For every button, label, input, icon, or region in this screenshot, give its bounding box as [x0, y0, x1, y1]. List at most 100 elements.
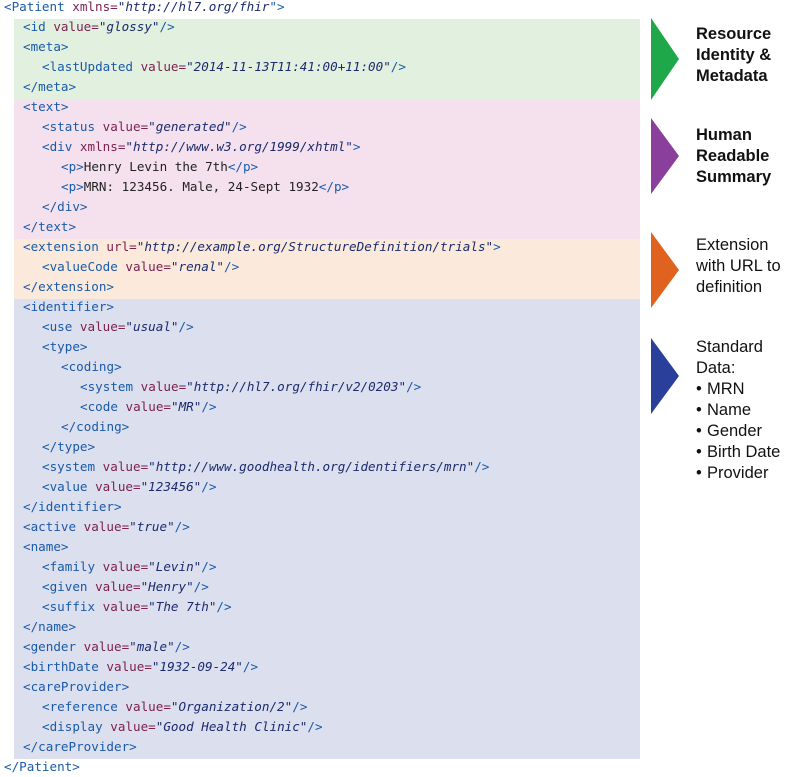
code-line: </Patient>	[4, 757, 80, 777]
code-line: <gender value="male"/>	[23, 637, 190, 657]
extension-arrow-icon	[651, 232, 679, 308]
code-line: <system value="http://hl7.org/fhir/v2/02…	[80, 377, 421, 397]
code-token: </meta>	[23, 79, 77, 94]
code-token: value=	[110, 719, 156, 734]
code-token: "http://www.w3.org/1999/xhtml"	[125, 139, 353, 154]
label-line: Human	[696, 126, 752, 144]
code-token: />	[231, 119, 247, 134]
code-token: "http://hl7.org/fhir/v2/0203"	[186, 379, 407, 394]
code-token: value=	[53, 19, 99, 34]
code-line: <family value="Levin"/>	[42, 557, 216, 577]
code-token: xmlns=	[79, 139, 126, 154]
metadata-arrow-icon	[651, 18, 679, 100]
code-token: </extension>	[23, 279, 114, 294]
list-item: Provider	[696, 463, 780, 484]
metadata-label: Resource Identity & Metadata	[696, 24, 771, 87]
list-item: Gender	[696, 421, 780, 442]
code-token: "Levin"	[148, 559, 202, 574]
code-line: <lastUpdated value="2014-11-13T11:41:00+…	[42, 57, 406, 77]
code-token: value=	[102, 459, 149, 474]
code-token: />	[201, 399, 217, 414]
code-token: <gender	[23, 639, 84, 654]
code-line: <extension url="http://example.org/Struc…	[23, 237, 501, 257]
code-token: />	[223, 259, 240, 274]
code-line: </div>	[42, 197, 88, 217]
label-line: definition	[696, 278, 763, 296]
code-token: value=	[125, 399, 172, 414]
code-line: <code value="MR"/>	[80, 397, 217, 417]
code-token: <Patient	[4, 0, 73, 14]
standard-data-arrow-icon	[651, 338, 679, 414]
code-line: </extension>	[23, 277, 114, 297]
code-token: "The 7th"	[148, 599, 217, 614]
code-token: />	[178, 319, 194, 334]
code-token: </p>	[318, 179, 350, 194]
code-line: <p>Henry Levin the 7th</p>	[61, 157, 258, 177]
code-line: <valueCode value="renal"/>	[42, 257, 239, 277]
code-token: "http://hl7.org/fhir	[117, 0, 270, 14]
code-line: <given value="Henry"/>	[42, 577, 209, 597]
code-token: "glossy"	[98, 19, 160, 34]
code-token: <display	[42, 719, 111, 734]
code-token: />	[159, 19, 175, 34]
list-item: MRN	[696, 379, 780, 400]
code-line: <display value="Good Health Clinic"/>	[42, 717, 323, 737]
label-line: Resource	[696, 25, 772, 43]
code-line: <birthDate value="1932-09-24"/>	[23, 657, 258, 677]
code-token: "Organization/2"	[170, 699, 293, 714]
code-token: />	[242, 659, 259, 674]
code-line: <suffix value="The 7th"/>	[42, 597, 232, 617]
code-token: value=	[102, 119, 149, 134]
label-line: Extension	[696, 236, 769, 254]
code-token: value=	[106, 659, 152, 674]
standard-data-band	[14, 299, 640, 759]
code-token: "renal"	[170, 259, 224, 274]
metadata-band	[14, 19, 640, 99]
code-line: <reference value="Organization/2"/>	[42, 697, 307, 717]
code-token: </p>	[227, 159, 259, 174]
code-token: <birthDate	[23, 659, 107, 674]
code-token: "MR"	[171, 399, 202, 414]
code-line: <text>	[23, 97, 69, 117]
code-token: <valueCode	[42, 259, 126, 274]
code-token: />	[474, 459, 490, 474]
code-token: <coding>	[61, 359, 122, 374]
code-token: Henry Levin the 7th	[83, 159, 228, 174]
code-line: </text>	[23, 217, 76, 237]
code-line: </coding>	[61, 417, 129, 437]
code-token: </careProvider>	[23, 739, 137, 754]
code-token: />	[292, 699, 308, 714]
code-token: "Good Health Clinic"	[155, 719, 308, 734]
code-token: >	[493, 239, 501, 254]
code-token: <careProvider>	[23, 679, 130, 694]
code-token: value=	[83, 519, 130, 534]
extension-band	[14, 239, 640, 299]
code-token: ">	[269, 0, 285, 14]
code-line: </meta>	[23, 77, 76, 97]
code-line: <meta>	[23, 37, 69, 57]
code-line: <Patient xmlns="http://hl7.org/fhir">	[4, 0, 285, 17]
label-line: Identity &	[696, 46, 772, 64]
code-token: <extension	[23, 239, 107, 254]
code-token: "1932-09-24"	[151, 659, 243, 674]
code-token: value=	[140, 59, 187, 74]
code-token: <use	[42, 319, 80, 334]
code-token: "usual"	[125, 319, 179, 334]
code-line: </careProvider>	[23, 737, 137, 757]
code-token: <reference	[42, 699, 126, 714]
code-token: <lastUpdated	[42, 59, 141, 74]
code-token: <name>	[23, 539, 69, 554]
code-line: </type>	[42, 437, 95, 457]
code-token: />	[307, 719, 323, 734]
code-token: <identifier>	[23, 299, 114, 314]
label-line: Readable	[696, 147, 770, 165]
label-line: Metadata	[696, 67, 768, 85]
code-token: />	[174, 639, 190, 654]
code-token: "http://example.org/StructureDefinition/…	[136, 239, 494, 254]
code-token: </coding>	[61, 419, 130, 434]
code-token: value=	[125, 699, 171, 714]
code-line: <type>	[42, 337, 88, 357]
code-token: />	[193, 579, 209, 594]
code-line: <careProvider>	[23, 677, 129, 697]
list-item: Name	[696, 400, 780, 421]
